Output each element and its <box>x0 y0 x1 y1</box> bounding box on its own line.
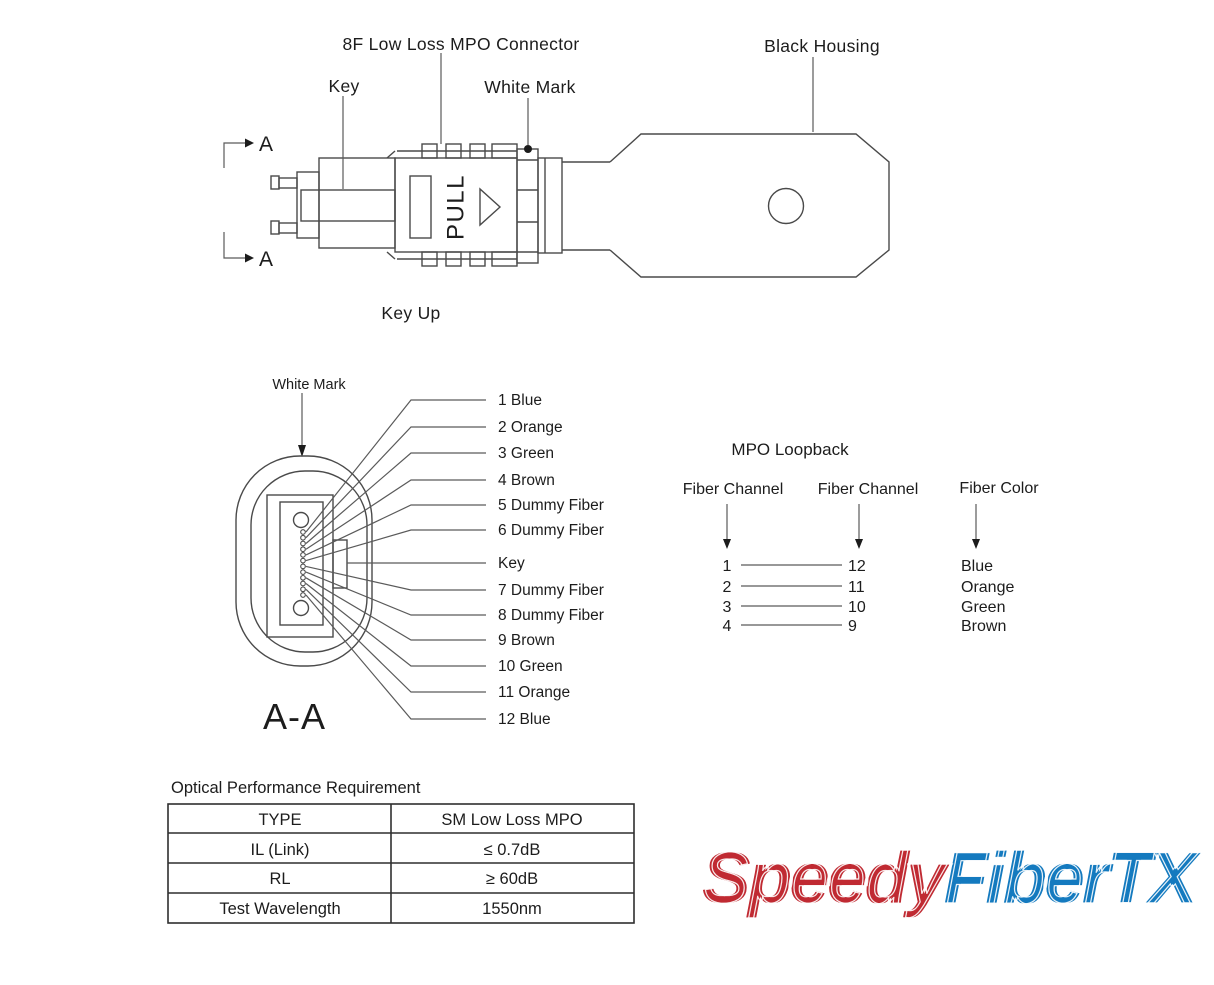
param-cell: IL (Link) <box>251 841 310 859</box>
logo-stripe-overlay: SpeedyFiberTX <box>705 838 1205 919</box>
pin-keeper <box>296 171 320 239</box>
loopback-header-arrows <box>723 504 980 549</box>
section-mark-top: A <box>223 133 273 168</box>
section-arrow-icon <box>245 253 254 263</box>
channel-to: 9 <box>848 618 857 635</box>
param-cell: Test Wavelength <box>219 900 340 918</box>
fiber-label: 1 Blue <box>498 392 542 409</box>
ferrule <box>318 157 396 249</box>
top-view: A A <box>223 34 890 323</box>
loopback-header: Fiber Channel <box>683 481 784 498</box>
housing-ring-inner <box>250 470 368 653</box>
xsec-white-mark-label: White Mark <box>272 377 346 393</box>
cable-neck <box>562 161 610 251</box>
fiber-color: Brown <box>961 618 1006 635</box>
sleeve-ribs-bottom <box>421 251 518 267</box>
top-view-leaders <box>342 53 814 189</box>
section-caption: A-A <box>263 696 326 737</box>
fiber-label: 7 Dummy Fiber <box>498 582 604 599</box>
guide-pin-hole-bottom <box>292 599 310 617</box>
channel-to: 10 <box>848 599 866 616</box>
down-arrow-icon <box>723 539 731 549</box>
fiber-leader-lines <box>305 399 486 720</box>
fiber-color: Blue <box>961 558 993 575</box>
channel-to: 11 <box>848 579 865 596</box>
performance-table-cells: TYPE SM Low Loss MPO IL (Link) ≤ 0.7dB R… <box>219 811 582 918</box>
loopback-header: Fiber Channel <box>818 481 919 498</box>
fiber-label: 2 Orange <box>498 419 563 436</box>
latch-window <box>409 175 432 239</box>
fiber-color: Orange <box>961 579 1014 596</box>
section-arrow-icon <box>245 138 254 148</box>
loopback-row: 1 12 Blue <box>723 558 994 575</box>
fiber-color: Green <box>961 599 1005 616</box>
fiber-array <box>300 529 306 598</box>
white-mark-dot <box>524 145 532 153</box>
cross-section-view: White Mark <box>235 377 604 737</box>
pull-label: PULL <box>443 174 470 240</box>
loopback-headers: Fiber Channel Fiber Channel Fiber Color <box>683 480 1039 498</box>
ferrule-face-inner <box>279 501 324 626</box>
loopback-header: Fiber Color <box>959 480 1039 497</box>
down-arrow-icon <box>972 539 980 549</box>
black-housing-label: Black Housing <box>764 36 880 56</box>
brand-logo: SpeedyFiberTX SpeedyFiberTX SpeedyFiberT… <box>699 837 1208 919</box>
channel-from: 2 <box>723 579 732 596</box>
performance-section: Optical Performance Requirement TYPE SM … <box>167 779 635 924</box>
channel-from: 4 <box>723 618 732 635</box>
loopback-row: 3 10 Green <box>723 599 1006 616</box>
fiber-label: 3 Green <box>498 445 554 462</box>
section-label-bottom: A <box>259 248 273 271</box>
channel-from: 1 <box>723 558 732 575</box>
fiber-label: 6 Dummy Fiber <box>498 522 604 539</box>
fiber-labels: 1 Blue 2 Orange 3 Green 4 Brown 5 Dummy … <box>498 392 604 728</box>
section-label-top: A <box>259 133 273 156</box>
logo-text: SpeedyFiberTX <box>702 838 1202 919</box>
value-cell: ≥ 60dB <box>486 870 538 888</box>
performance-title: Optical Performance Requirement <box>171 779 421 797</box>
loopback-row: 4 9 Brown <box>723 618 1007 635</box>
rear-block <box>516 148 539 264</box>
down-arrow-icon <box>298 445 306 457</box>
fiber-label: 12 Blue <box>498 711 551 728</box>
fiber-label: 5 Dummy Fiber <box>498 497 604 514</box>
channel-from: 3 <box>723 599 732 616</box>
value-cell: 1550nm <box>482 900 542 918</box>
logo-part-speedy: Speedy <box>702 838 950 919</box>
ferrule-key-band <box>300 189 396 222</box>
logo-part-fibertx: FiberTX <box>944 838 1202 919</box>
housing-ring-outer <box>235 455 373 667</box>
logo-stripe-overlay: SpeedyFiberTX <box>700 838 1200 919</box>
guide-pin-hole-top <box>292 511 310 529</box>
fiber-label: 11 Orange <box>498 684 570 701</box>
channel-to: 12 <box>848 558 866 575</box>
loopback-row: 2 11 Orange <box>723 579 1015 596</box>
fiber-label: 9 Brown <box>498 632 555 649</box>
connector-label: 8F Low Loss MPO Connector <box>342 34 579 54</box>
loopback-map: MPO Loopback Fiber Channel Fiber Channel… <box>683 440 1039 635</box>
white-mark-label: White Mark <box>484 77 575 97</box>
boot <box>537 157 563 254</box>
key-tab <box>332 539 348 589</box>
section-mark-bottom: A <box>223 232 273 271</box>
value-cell: ≤ 0.7dB <box>484 841 541 859</box>
guide-pins <box>270 175 298 235</box>
param-cell: RL <box>269 870 290 888</box>
performance-table-grid <box>167 803 635 924</box>
loopback-rows: 1 12 Blue 2 11 Orange 3 10 Green 4 9 <box>723 558 1015 635</box>
fiber-label: 8 Dummy Fiber <box>498 607 604 624</box>
value-cell: SM Low Loss MPO <box>441 811 582 829</box>
fiber-label: 4 Brown <box>498 472 555 489</box>
black-housing-outline <box>609 133 890 278</box>
key-up-caption: Key Up <box>381 303 440 323</box>
loopback-title: MPO Loopback <box>731 440 849 459</box>
housing-hole <box>767 187 805 225</box>
fiber-label: 10 Green <box>498 658 563 675</box>
key-label: Key <box>328 76 359 96</box>
down-arrow-icon <box>855 539 863 549</box>
fiber-label: Key <box>498 555 525 572</box>
pull-direction-icon <box>479 187 502 227</box>
param-cell: TYPE <box>258 811 301 829</box>
